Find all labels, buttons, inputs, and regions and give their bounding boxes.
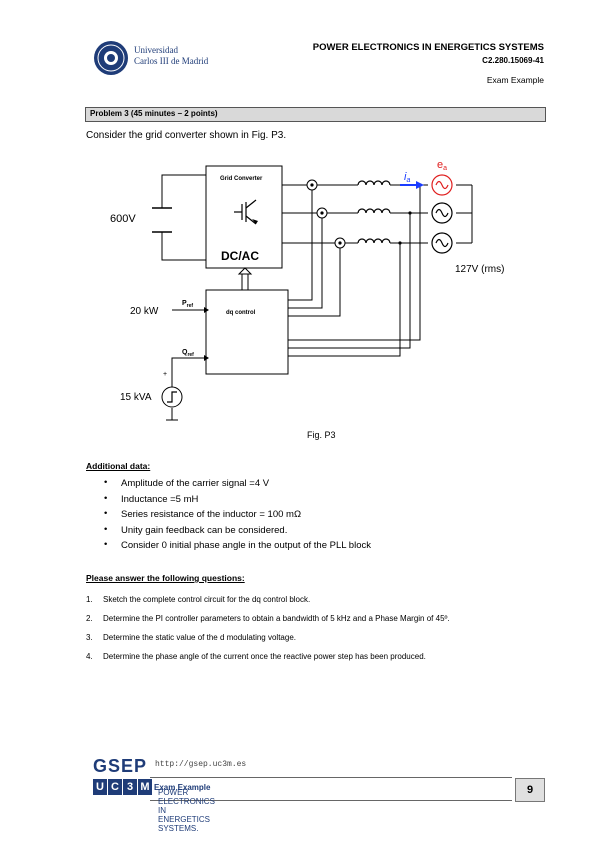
grid-voltage-label: 127V (rms) — [455, 264, 504, 275]
converter-title: Grid Converter — [220, 176, 263, 182]
footer-text: POWER ELECTRONICS IN ENERGETICS SYSTEMS.… — [154, 783, 215, 833]
course-code: C2.280.15069-41 — [482, 56, 544, 65]
additional-data-list: Amplitude of the carrier signal =4 V Ind… — [104, 477, 371, 556]
list-item: Unity gain feedback can be considered. — [104, 524, 371, 541]
qref-label: Qref — [182, 349, 194, 358]
university-name-line1: Universidad — [134, 45, 178, 55]
figure-caption: Fig. P3 — [307, 430, 336, 440]
question-text: Determine the static value of the d modu… — [103, 633, 296, 642]
list-item: 1. Sketch the complete control circuit fo… — [86, 593, 544, 606]
step-plus-sign: + — [163, 371, 167, 378]
pref-label: Pref — [182, 300, 193, 309]
gsep-logo-text: GSEP — [93, 756, 148, 776]
list-item: 3. Determine the static value of the d mo… — [86, 631, 544, 644]
uc3m-letter: 3 — [123, 779, 137, 795]
igbt-symbol-icon — [234, 199, 257, 225]
list-item: 4. Determine the phase angle of the curre… — [86, 650, 544, 663]
question-text: Determine the PI controller parameters t… — [103, 614, 450, 623]
course-title: POWER ELECTRONICS IN ENERGETICS SYSTEMS — [312, 42, 544, 53]
question-number: 4. — [86, 652, 93, 661]
problem-heading: Problem 3 (45 minutes – 2 points) — [90, 109, 218, 118]
list-item: 2. Determine the PI controller parameters… — [86, 612, 544, 625]
uc3m-letter: U — [93, 779, 107, 795]
footer-exam: Exam Example — [154, 783, 211, 792]
question-text: Sketch the complete control circuit for … — [103, 595, 311, 604]
grid-converter-diagram: 600V Grid Converter DC/AC ia — [110, 159, 504, 421]
current-label: ia — [404, 171, 410, 184]
questions-heading: Please answer the following questions: — [86, 573, 245, 583]
problem-intro: Consider the grid converter shown in Fig… — [86, 130, 287, 141]
problem-heading-bar: Problem 3 (45 minutes – 2 points) — [85, 107, 546, 122]
list-item: Amplitude of the carrier signal =4 V — [104, 477, 371, 494]
uc3m-letter: C — [108, 779, 122, 795]
dc-voltage-label: 600V — [110, 213, 136, 225]
converter-type-label: DC/AC — [221, 249, 259, 263]
list-item: Series resistance of the inductor = 100 … — [104, 508, 371, 525]
questions-list: 1. Sketch the complete control circuit fo… — [86, 593, 544, 669]
question-text: Determine the phase angle of the current… — [103, 652, 426, 661]
list-item: Inductance =5 mH — [104, 493, 371, 510]
site-url-link[interactable]: http://gsep.uc3m.es — [155, 760, 247, 769]
university-seal-logo — [94, 41, 128, 75]
question-number: 2. — [86, 614, 93, 623]
question-number: 1. — [86, 595, 93, 604]
uc3m-letter: M — [138, 779, 152, 795]
question-number: 3. — [86, 633, 93, 642]
list-item: Consider 0 initial phase angle in the ou… — [104, 539, 371, 556]
exam-label: Exam Example — [486, 75, 544, 85]
additional-data-heading: Additional data: — [86, 461, 151, 471]
control-block-label: dq control — [226, 310, 256, 316]
university-name-line2: Carlos III de Madrid — [134, 56, 209, 66]
page-number: 9 — [515, 778, 545, 802]
footer-bar: POWER ELECTRONICS IN ENERGETICS SYSTEMS.… — [150, 777, 512, 833]
step-magnitude-label: 15 kVA — [120, 392, 152, 403]
power-label: 20 kW — [130, 306, 159, 317]
voltage-label: ea — [437, 159, 447, 172]
footer-course: POWER ELECTRONICS IN ENERGETICS SYSTEMS. — [158, 788, 215, 833]
inductors — [357, 180, 391, 244]
current-sensors — [306, 179, 346, 249]
